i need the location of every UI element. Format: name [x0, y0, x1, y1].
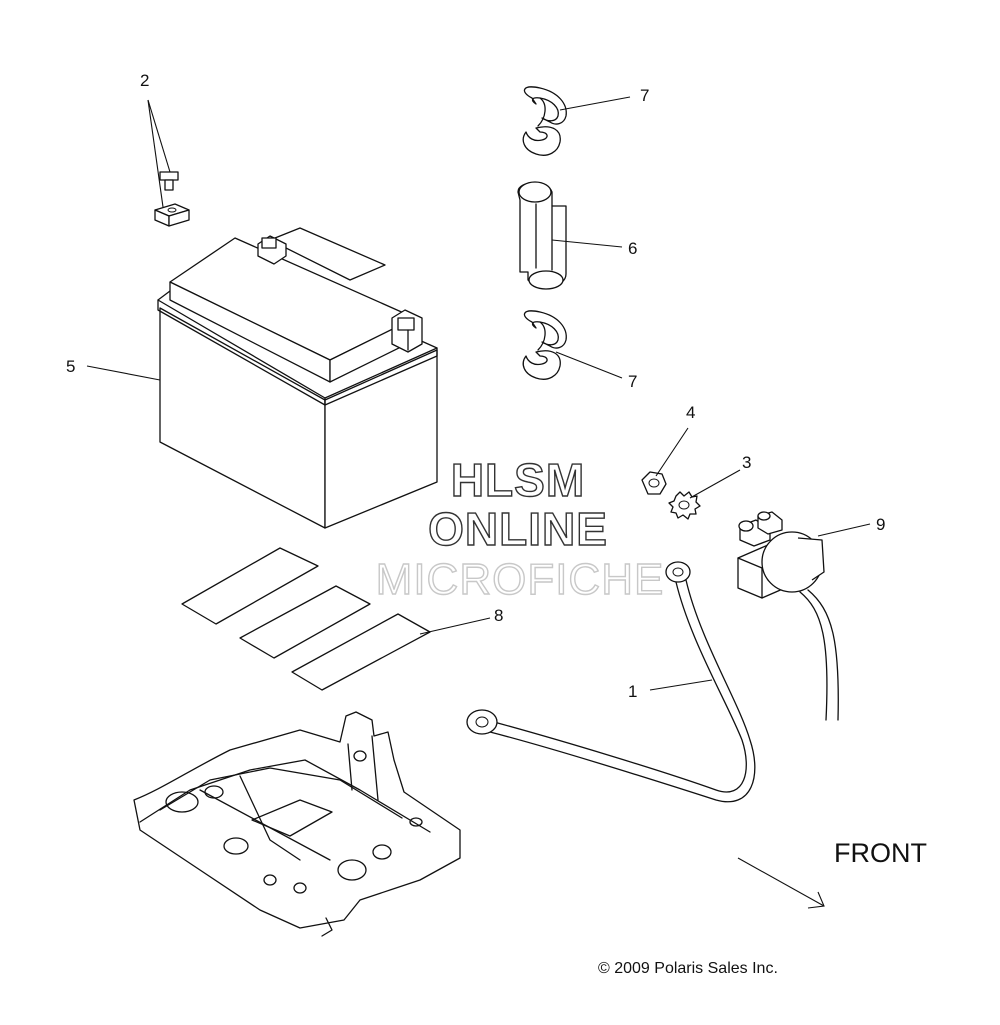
callout-3: 3: [742, 453, 751, 472]
watermark-line-3: MICROFICHE: [376, 555, 665, 604]
hook-part-upper: [522, 86, 567, 156]
callout-1: 1: [628, 682, 637, 701]
bolt-and-nut-part: [147, 99, 190, 227]
nut-part: [641, 471, 667, 495]
callout-7-upper: 7: [640, 86, 649, 105]
copyright-text: © 2009 Polaris Sales Inc.: [598, 960, 778, 977]
battery-part: [157, 227, 438, 529]
watermark-line-2: ONLINE: [428, 503, 608, 555]
link-part: [517, 181, 567, 290]
watermark-line-1: HLSM: [451, 454, 585, 506]
callout-9: 9: [876, 515, 885, 534]
callout-2: 2: [140, 71, 149, 90]
front-arrow-icon: [737, 857, 825, 909]
callout-5: 5: [66, 357, 75, 376]
connector-part: [737, 511, 839, 721]
hook-part-lower: [522, 310, 567, 380]
callout-4: 4: [686, 403, 695, 422]
battery-tray-part: [133, 711, 461, 937]
callout-8: 8: [494, 606, 503, 625]
callout-7-lower: 7: [628, 372, 637, 391]
front-direction-label: FRONT: [834, 838, 927, 868]
battery-cable-part: [466, 561, 756, 803]
star-washer-part: [668, 491, 701, 520]
callout-6: 6: [628, 239, 637, 258]
